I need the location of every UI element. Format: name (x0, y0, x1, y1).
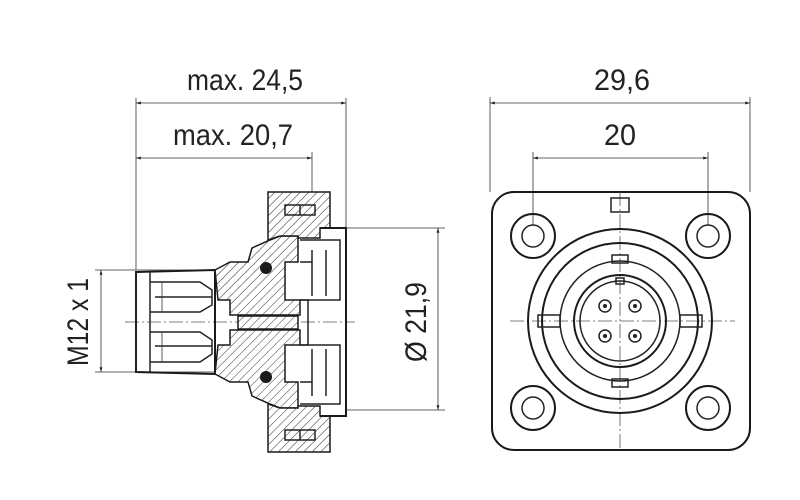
mounting-hole (685, 385, 731, 431)
contact-pin (628, 329, 642, 343)
contact-pin (628, 299, 642, 313)
dim-overall-length-label: max. 24,5 (187, 64, 303, 97)
dim-diameter-label: Ø 21,9 (400, 282, 433, 362)
dim-thread-label: M12 x 1 (62, 278, 95, 366)
front-view: 29,6 20 (489, 64, 751, 451)
dim-body-length-label: max. 20,7 (173, 119, 293, 152)
contact-pin (598, 299, 612, 313)
body-section (214, 235, 301, 409)
dimension-body-length: max. 20,7 (135, 119, 313, 195)
dimension-flange-width: 29,6 (489, 64, 751, 192)
dimension-thread: M12 x 1 (62, 269, 215, 373)
dimension-overall-length: max. 24,5 (135, 64, 347, 270)
flange-section (267, 191, 331, 453)
dimension-diameter: Ø 21,9 (346, 227, 445, 411)
side-view: max. 24,5 max. 20,7 M12 x 1 Ø 21,9 (62, 64, 445, 453)
connector-receptacle (527, 228, 713, 414)
contact-pin (598, 329, 612, 343)
mounting-hole (685, 213, 731, 259)
square-flange (491, 191, 751, 451)
dim-flange-width-label: 29,6 (594, 64, 650, 97)
dimension-hole-spacing: 20 (532, 119, 709, 225)
mounting-hole (510, 213, 556, 259)
key-slot (610, 197, 630, 213)
rear-housing (300, 227, 347, 417)
dim-hole-spacing-label: 20 (604, 119, 636, 152)
mounting-hole (510, 385, 556, 431)
o-ring-upper (260, 262, 272, 274)
o-ring-lower (260, 371, 272, 383)
